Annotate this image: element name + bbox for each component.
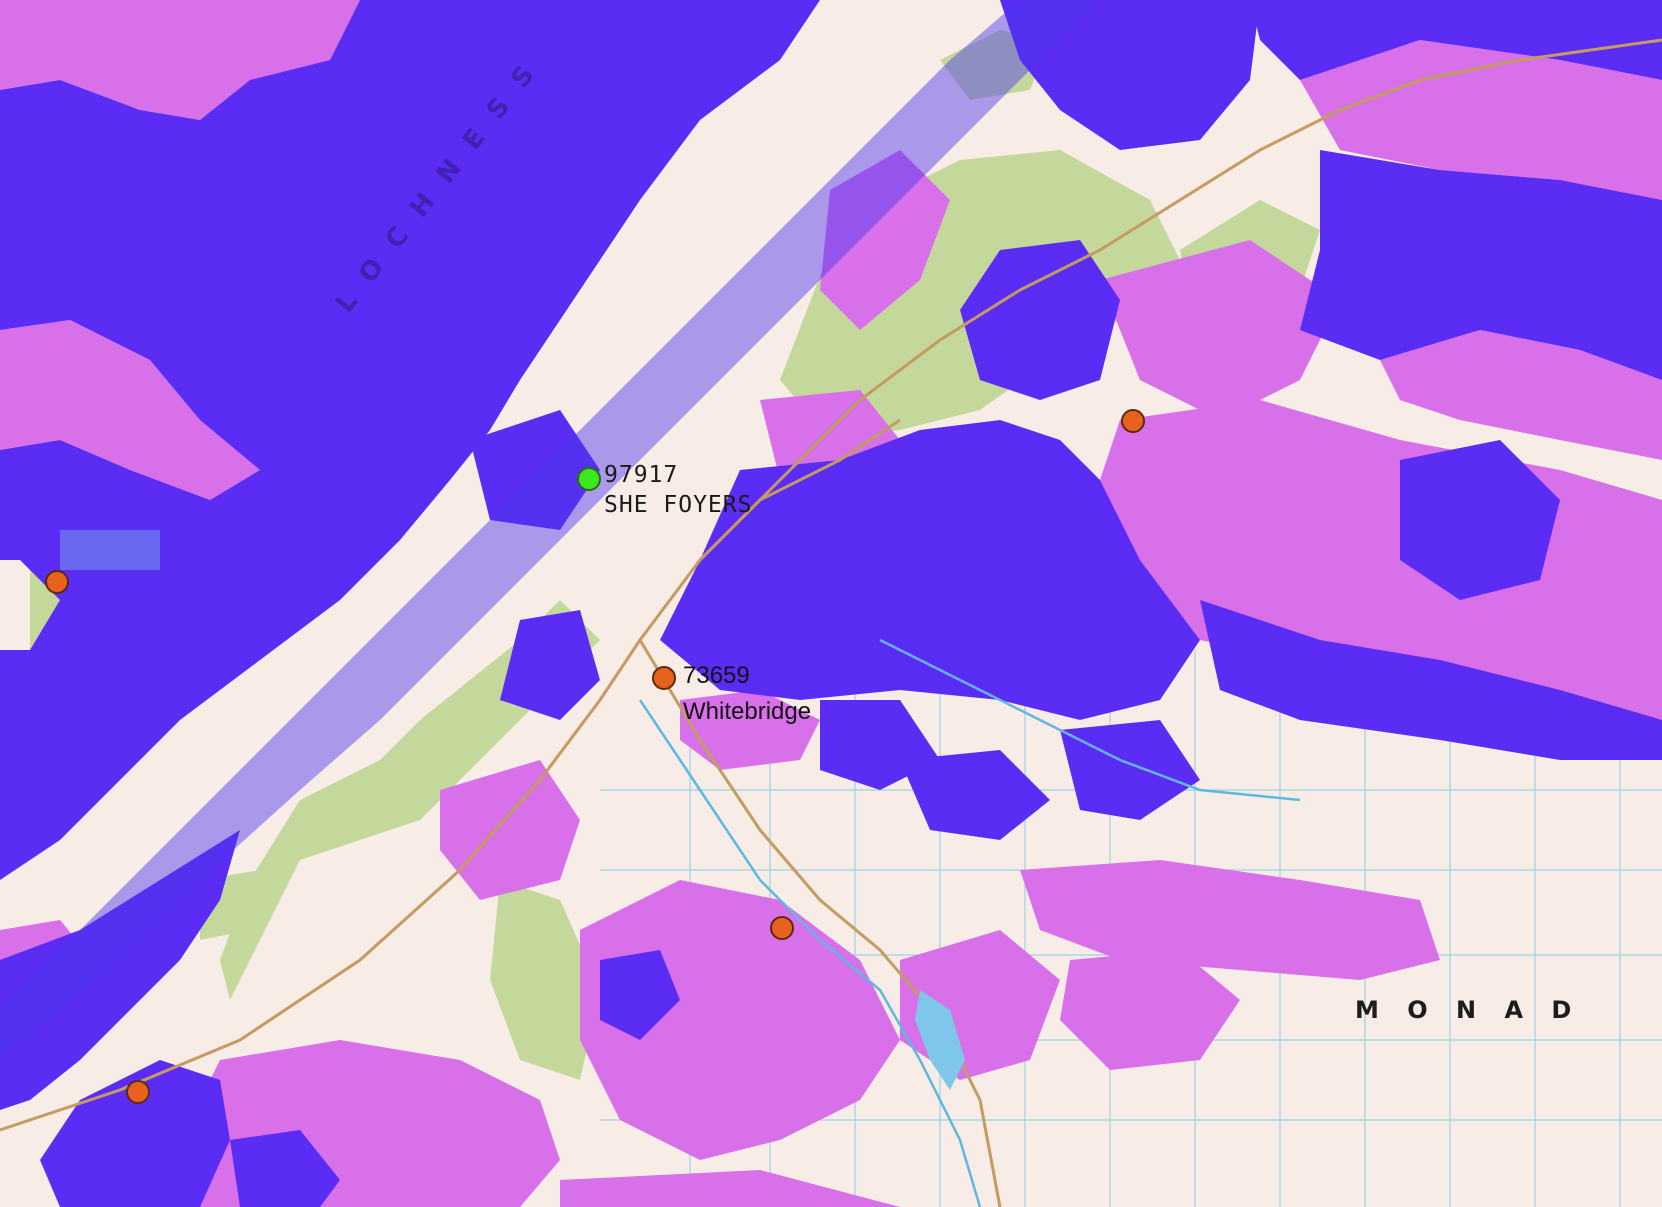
light-blue-patch [60,530,160,570]
site-name-label: SHE FOYERS [604,492,753,518]
site-markers[interactable] [45,409,1145,1104]
orange-circle-icon[interactable] [126,1080,150,1104]
small-loch [915,990,965,1090]
monad-label: M O N A D [1355,996,1582,1024]
orange-circle-icon[interactable] [652,666,676,690]
rivers [638,638,1301,1207]
site-id-label: 73659 [683,662,750,689]
orange-circle-icon[interactable] [45,570,69,594]
roads [0,38,1662,1207]
site-id-label: 97917 [604,462,679,488]
green-circle-icon[interactable] [577,467,601,491]
site-name-label: Whitebridge [683,698,812,725]
orange-circle-icon[interactable] [1121,409,1145,433]
loch-ness [0,0,1100,1060]
orange-circle-icon[interactable] [770,916,794,940]
